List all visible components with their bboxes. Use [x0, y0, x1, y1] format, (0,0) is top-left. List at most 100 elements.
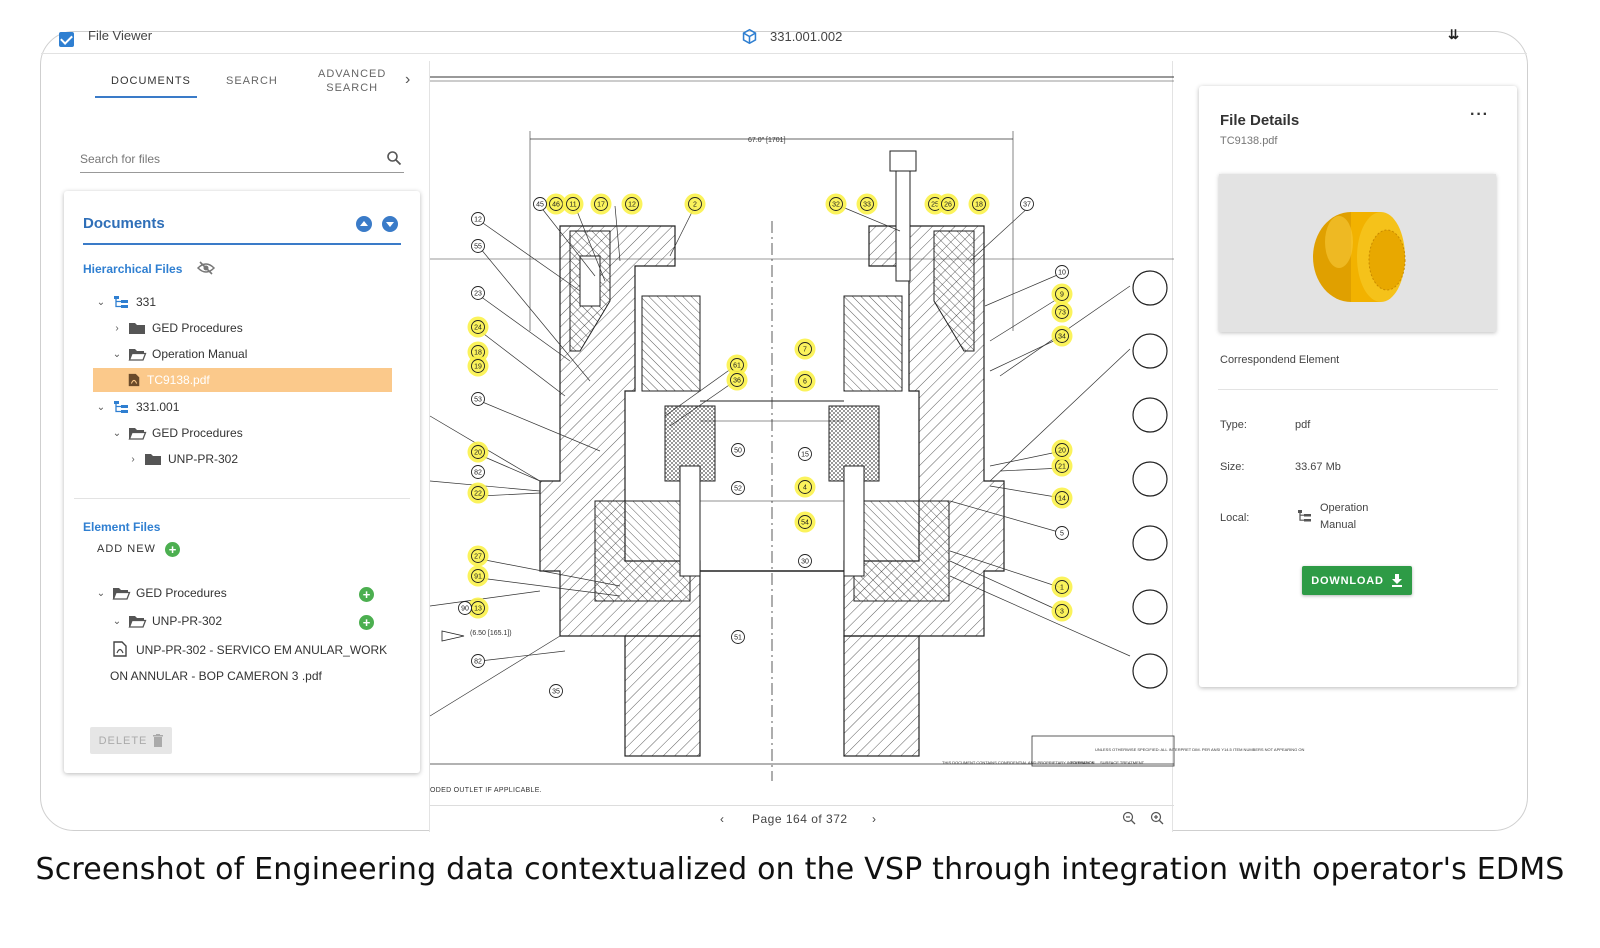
chevron-down-icon[interactable]: ⌄: [112, 348, 122, 360]
zoom-in-icon[interactable]: [1150, 811, 1164, 825]
balloon-number: 51: [734, 635, 742, 642]
tree-node-operation-manual[interactable]: ⌄ Operation Manual: [110, 342, 248, 366]
delete-label: DELETE: [98, 734, 148, 747]
tab-advanced-search[interactable]: ADVANCED SEARCH: [318, 68, 387, 94]
trash-icon: [153, 734, 164, 747]
tree-node-ged-procedures[interactable]: › GED Procedures: [110, 316, 243, 340]
more-options-icon[interactable]: ···: [1470, 106, 1489, 123]
add-icon[interactable]: +: [359, 615, 374, 630]
chevron-right-icon[interactable]: ›: [115, 322, 119, 334]
element-node-unp-pr-302[interactable]: ⌄ UNP-PR-302: [110, 609, 222, 633]
local-value[interactable]: Operation Manual: [1320, 502, 1369, 531]
tree-node-ged-procedures-2[interactable]: ⌄ GED Procedures: [110, 421, 243, 445]
balloon-circle: [471, 445, 485, 459]
tree-node-label: GED Procedures: [152, 321, 243, 335]
balloon-circle: [1055, 491, 1069, 505]
balloon-number: 20: [1058, 448, 1066, 455]
tree-node-331[interactable]: ⌄ 331: [94, 290, 156, 314]
balloon-circle: [731, 630, 745, 644]
chevron-right-icon[interactable]: ›: [405, 71, 411, 88]
folder-icon: [129, 323, 145, 334]
balloon-number: 26: [944, 202, 952, 209]
document-viewer[interactable]: 67.0" [1701]: [429, 61, 1304, 832]
eye-off-icon[interactable]: [196, 260, 216, 276]
folder-open-icon: [128, 349, 147, 361]
element-preview[interactable]: [1219, 174, 1496, 332]
balloon-highlight: [1051, 576, 1073, 598]
balloon-circle: [471, 486, 485, 500]
balloon-circle: [1055, 604, 1069, 618]
local-label: Local:: [1220, 512, 1250, 524]
add-new-button[interactable]: ADD NEW: [97, 543, 156, 555]
chevron-down-icon[interactable]: ⌄: [96, 296, 106, 308]
balloon-number: 6: [803, 379, 807, 386]
tree-node-label: TC9138.pdf: [147, 373, 210, 387]
balloon-circle: [731, 443, 745, 457]
file-details-title: File Details: [1220, 112, 1300, 129]
chevron-down-icon[interactable]: ⌄: [96, 587, 106, 599]
balloon-circle: [471, 212, 485, 226]
balloon-number: 50: [734, 448, 742, 455]
element-file-link[interactable]: UNP-PR-302 - SERVICO EM ANULAR_WORK ON A…: [110, 643, 388, 683]
delete-button[interactable]: DELETE: [90, 727, 172, 754]
hierarchy-icon: [1298, 510, 1311, 522]
prev-page-button[interactable]: ‹: [720, 812, 724, 826]
tree-node-label: 331.001: [136, 400, 180, 414]
balloon-highlight: [1051, 325, 1073, 347]
chevron-down-icon[interactable]: ⌄: [112, 615, 122, 627]
balloon-number: 10: [1058, 270, 1066, 277]
collapse-up-icon[interactable]: [356, 216, 372, 232]
section-divider: [74, 498, 410, 499]
balloon-highlight: [590, 193, 612, 215]
tree-node-tc9138-pdf[interactable]: TC9138.pdf: [93, 368, 392, 392]
balloon-number: 18: [975, 202, 983, 209]
balloon-number: 82: [474, 470, 482, 477]
pager: ‹ Page 164 of 372 ›: [430, 805, 1174, 832]
engineering-drawing[interactable]: 67.0" [1701]: [429, 61, 1304, 801]
balloon-number: 2: [693, 202, 697, 209]
cube-icon: [742, 28, 757, 45]
tree-node-331-001[interactable]: ⌄ 331.001: [94, 395, 180, 419]
balloon-highlight: [562, 193, 584, 215]
tab-search[interactable]: SEARCH: [226, 75, 278, 87]
page-label: Page 164 of 372: [752, 812, 848, 826]
expand-down-icon[interactable]: [382, 216, 398, 232]
tree-node-label: 331: [136, 295, 157, 309]
search-input[interactable]: Search for files: [80, 147, 404, 173]
add-icon[interactable]: +: [359, 587, 374, 602]
balloon-number: 55: [474, 244, 482, 251]
chevron-right-icon[interactable]: ›: [131, 453, 135, 465]
balloon-circle: [731, 481, 745, 495]
search-icon[interactable]: [386, 150, 402, 166]
checkbox-icon[interactable]: [59, 32, 74, 47]
pdf-icon: [113, 641, 127, 657]
balloon-circle: [798, 342, 812, 356]
balloon-number: 18: [474, 350, 482, 357]
balloon-number: 90: [461, 606, 469, 613]
balloon-number: 73: [1058, 310, 1066, 317]
balloon-highlight: [794, 511, 816, 533]
collapse-icon[interactable]: ⇊: [1448, 27, 1459, 42]
active-tab-indicator: [95, 96, 197, 98]
balloon-number: 52: [734, 486, 742, 493]
element-node-ged-procedures[interactable]: ⌄ GED Procedures: [94, 581, 227, 605]
zoom-out-icon[interactable]: [1122, 811, 1136, 825]
tree-node-unp-pr-302[interactable]: › UNP-PR-302: [126, 447, 238, 471]
chevron-down-icon[interactable]: ⌄: [112, 427, 122, 439]
tab-documents[interactable]: DOCUMENTS: [111, 75, 191, 87]
download-button[interactable]: DOWNLOAD: [1302, 566, 1412, 595]
details-divider: [1218, 389, 1498, 390]
balloon-circle: [471, 465, 485, 479]
balloon-number: 25: [931, 202, 939, 209]
balloon-number: 22: [474, 491, 482, 498]
documents-card: Documents Hierarchical Files ⌄ 331 › GED…: [64, 191, 420, 773]
figure-caption: Screenshot of Engineering data contextua…: [35, 852, 1565, 887]
next-page-button[interactable]: ›: [872, 812, 876, 826]
chevron-down-icon[interactable]: ⌄: [96, 401, 106, 413]
balloon-circle: [594, 197, 608, 211]
balloon-number: 21: [1058, 464, 1066, 471]
balloon-number: 91: [474, 574, 482, 581]
hierarchy-icon: [114, 401, 128, 413]
add-icon[interactable]: +: [165, 542, 180, 557]
document-id: 331.001.002: [770, 29, 843, 44]
